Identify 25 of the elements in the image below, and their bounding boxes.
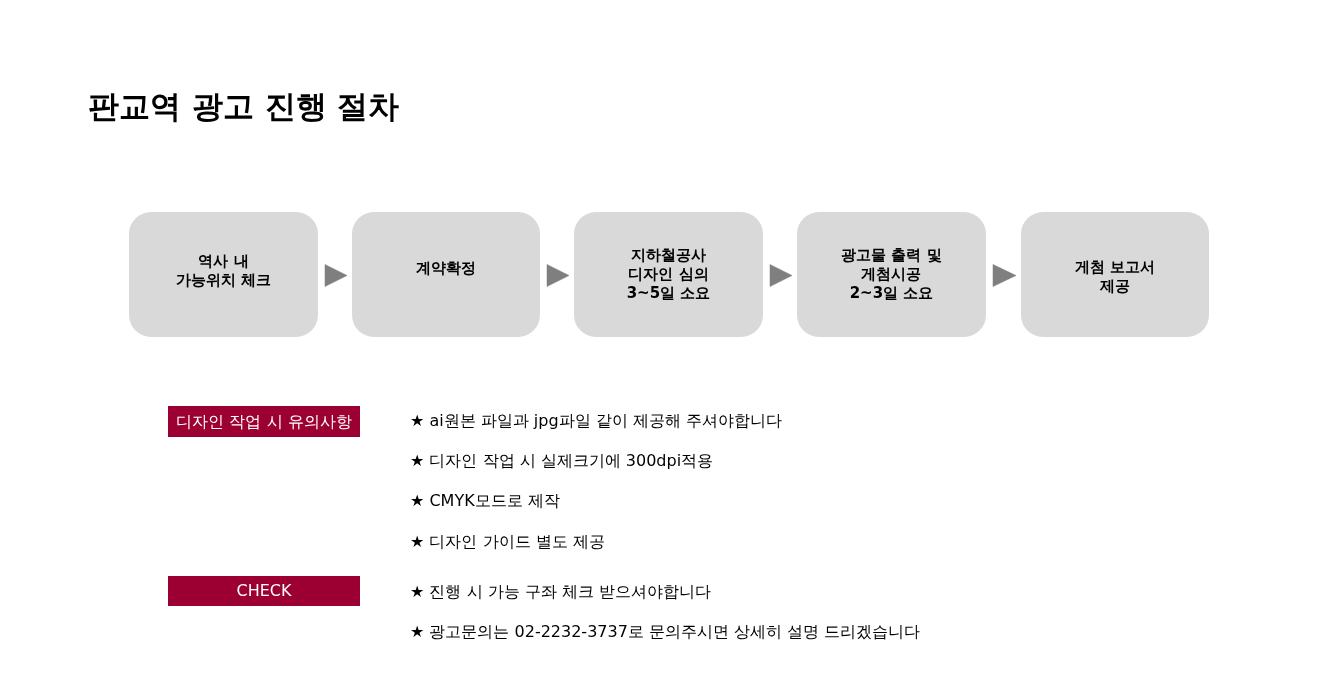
arrow <box>769 264 793 287</box>
process-box <box>797 212 986 337</box>
note-text: ★ 디자인 작업 시 실제크기에 300dpi적용 <box>410 451 714 471</box>
process-box <box>129 212 318 337</box>
arrow <box>992 264 1017 287</box>
section-header-bar <box>168 576 360 606</box>
process-box <box>574 212 763 337</box>
step-text: 게첨 보고서 제공 <box>1074 257 1156 296</box>
section-heading: 디자인 작업 시 유의사항 <box>176 411 352 432</box>
note-text: ★ CMYK모드로 제작 <box>410 491 560 511</box>
section-header-bar <box>168 406 360 437</box>
step-text: 지하철공사 디자인 심의 3~5일 소요 <box>626 246 711 303</box>
process-box <box>352 212 540 337</box>
note-text: ★ 디자인 가이드 별도 제공 <box>410 532 605 552</box>
title: 판교역 광고 진행 절차 <box>88 87 400 126</box>
arrow <box>546 264 570 287</box>
note-text: ★ 광고문의는 02-2232-3737로 문의주시면 상세히 설명 드리겠습니다 <box>410 622 921 642</box>
note-text: ★ 진행 시 가능 구좌 체크 받으셔야합니다 <box>410 582 711 602</box>
step-text: 계약확정 <box>416 259 476 278</box>
section-heading: CHECK <box>236 581 292 601</box>
arrow <box>324 264 348 287</box>
process-box <box>1021 212 1209 337</box>
step-text: 역사 내 가능위치 체크 <box>175 251 272 290</box>
step-text: 광고물 출력 및 게첨시공 2~3일 소요 <box>841 246 942 303</box>
note-text: ★ ai원본 파일과 jpg파일 같이 제공해 주셔야합니다 <box>410 411 782 431</box>
